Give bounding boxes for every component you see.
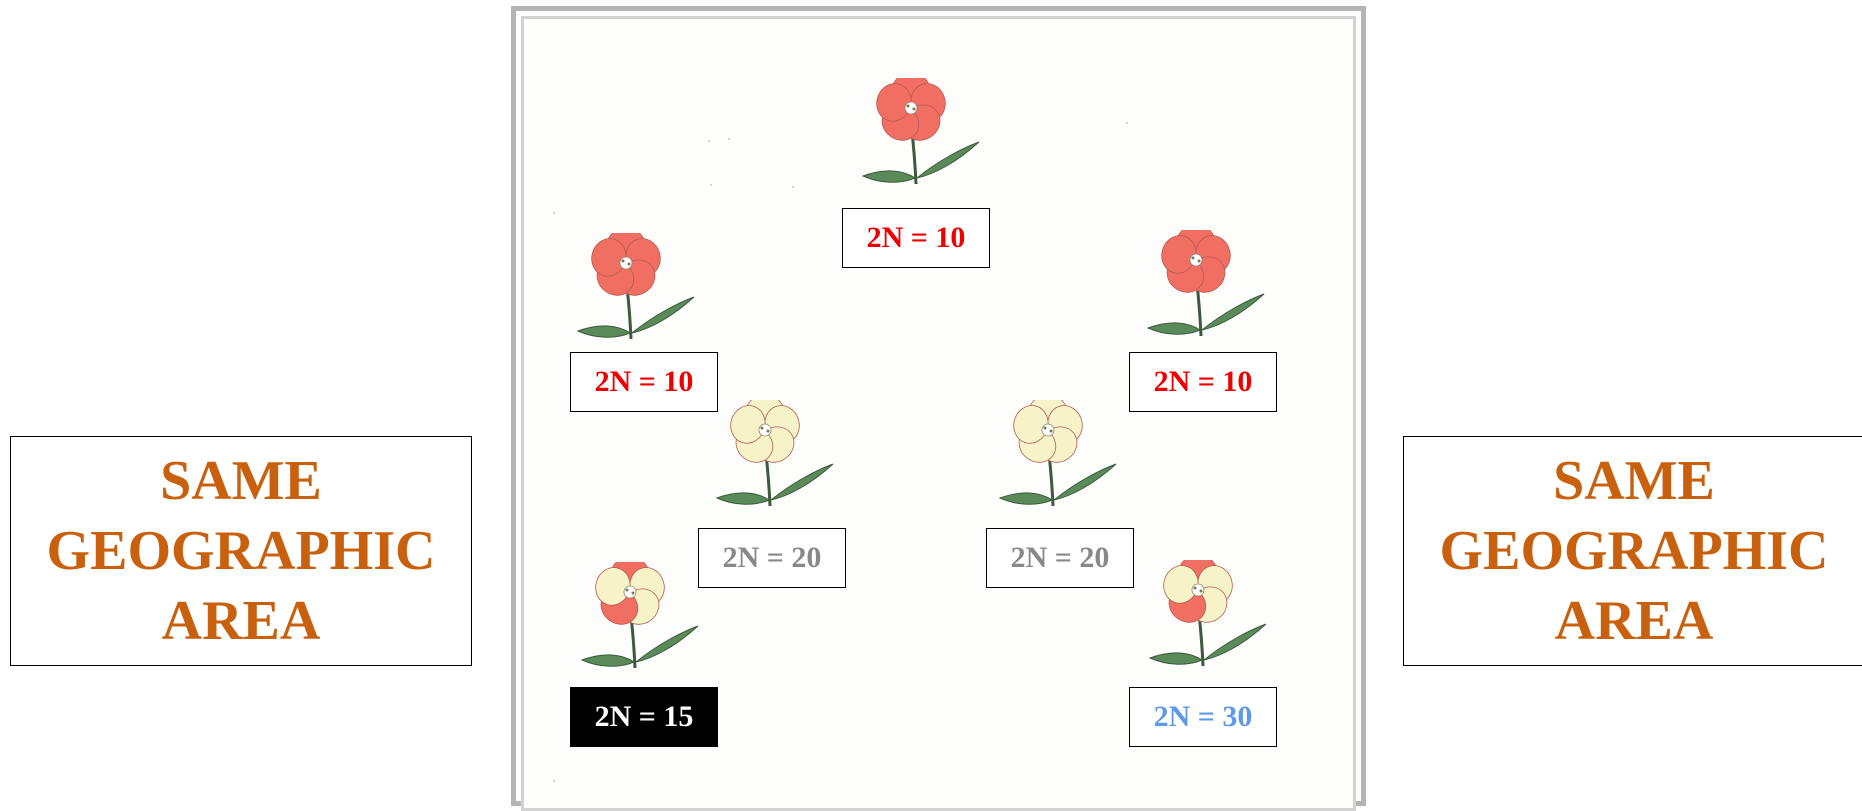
stamen	[1044, 427, 1047, 430]
right-geographic-area-box: SAME GEOGRAPHIC AREA	[1403, 436, 1862, 666]
right-leaf	[917, 142, 979, 178]
left-geographic-area-box: SAME GEOGRAPHIC AREA	[10, 436, 472, 666]
chromosome-label-middle-left: 2N = 20	[698, 528, 846, 588]
stamen	[1200, 590, 1203, 593]
flower-middle-left	[707, 400, 847, 520]
stamen	[622, 260, 625, 263]
stamen	[626, 589, 629, 592]
speck	[553, 212, 555, 214]
stamen	[628, 263, 631, 266]
flower-upper-right	[1138, 230, 1278, 350]
left-leaf	[1150, 653, 1202, 664]
right-leaf	[1054, 464, 1116, 500]
stamen	[913, 108, 916, 111]
chromosome-label-middle-right: 2N = 20	[986, 528, 1134, 588]
right-leaf	[1202, 294, 1264, 330]
flower-center	[1190, 254, 1202, 266]
flower-top	[853, 78, 993, 198]
flower-center	[620, 257, 632, 269]
flower-center	[1042, 424, 1054, 436]
flower-center	[759, 424, 771, 436]
left-box-line-3: AREA	[162, 586, 321, 656]
chromosome-label-lower-left: 2N = 15	[570, 687, 718, 747]
right-leaf	[771, 464, 833, 500]
flower-upper-left	[568, 233, 708, 353]
chromosome-label-upper-left: 2N = 10	[570, 352, 718, 412]
flower-center	[624, 586, 636, 598]
chromosome-label-upper-right: 2N = 10	[1129, 352, 1277, 412]
stamen	[767, 430, 770, 433]
flower-center	[1192, 584, 1204, 596]
speck	[710, 184, 712, 186]
right-box-line-1: SAME	[1553, 446, 1715, 516]
speck	[553, 780, 555, 782]
stamen	[1194, 587, 1197, 590]
left-leaf	[717, 493, 769, 504]
left-box-line-1: SAME	[160, 446, 322, 516]
speck	[1126, 122, 1128, 124]
chromosome-label-top: 2N = 10	[842, 208, 990, 268]
stamen	[761, 427, 764, 430]
left-box-line-2: GEOGRAPHIC	[47, 516, 436, 586]
right-leaf	[1204, 624, 1266, 660]
speck	[728, 138, 730, 140]
right-leaf	[632, 297, 694, 333]
left-leaf	[1148, 323, 1200, 334]
stamen	[632, 592, 635, 595]
speck	[708, 140, 710, 142]
flower-center	[905, 102, 917, 114]
left-leaf	[863, 171, 915, 182]
stamen	[1192, 257, 1195, 260]
left-leaf	[578, 326, 630, 337]
right-box-line-2: GEOGRAPHIC	[1440, 516, 1829, 586]
flower-lower-left	[572, 562, 712, 682]
stamen	[1050, 430, 1053, 433]
speck	[792, 186, 794, 188]
flower-middle-right	[990, 400, 1130, 520]
right-box-line-3: AREA	[1555, 586, 1714, 656]
chromosome-label-lower-right: 2N = 30	[1129, 687, 1277, 747]
flower-lower-right	[1140, 560, 1280, 680]
stamen	[1198, 260, 1201, 263]
left-leaf	[582, 655, 634, 666]
right-leaf	[636, 626, 698, 662]
left-leaf	[1000, 493, 1052, 504]
stamen	[907, 105, 910, 108]
